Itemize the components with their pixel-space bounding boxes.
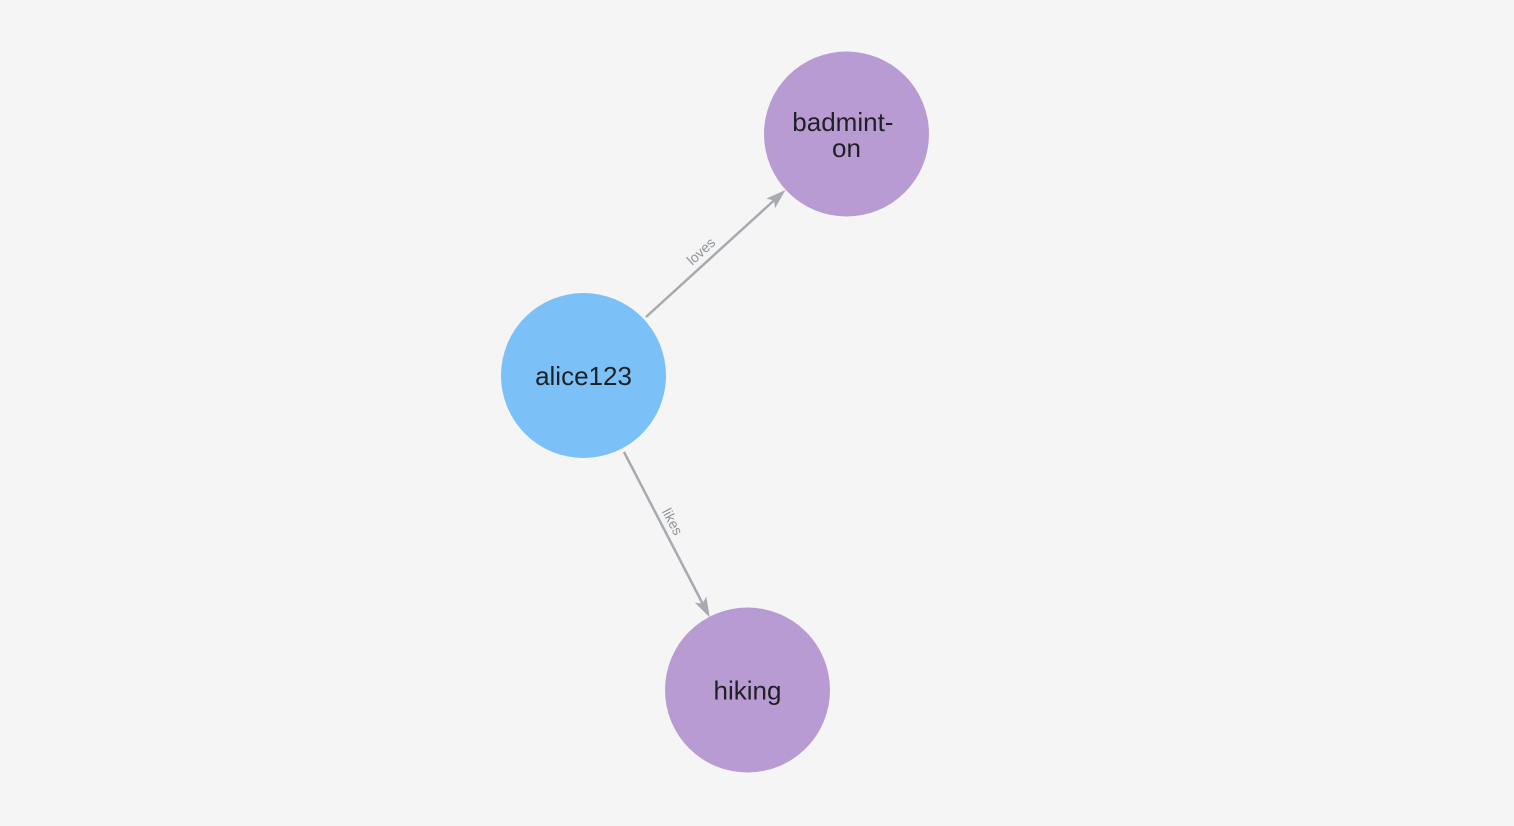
- edge-label-likes[interactable]: likes: [659, 505, 686, 537]
- node-hiking[interactable]: hiking: [665, 607, 830, 773]
- edge-line-likes[interactable]: [622, 451, 710, 618]
- edge-line-loves[interactable]: [645, 189, 786, 318]
- edge-label-loves[interactable]: loves: [683, 234, 718, 268]
- node-circle-badminton[interactable]: [764, 51, 929, 217]
- node-alice123[interactable]: alice123: [501, 293, 666, 458]
- edge-loves[interactable]: loves: [645, 189, 786, 318]
- node-circle-hiking[interactable]: [665, 607, 830, 773]
- node-circle-alice123[interactable]: [501, 293, 666, 458]
- edge-likes[interactable]: likes: [622, 451, 710, 618]
- node-badminton[interactable]: badmint- on: [764, 51, 929, 217]
